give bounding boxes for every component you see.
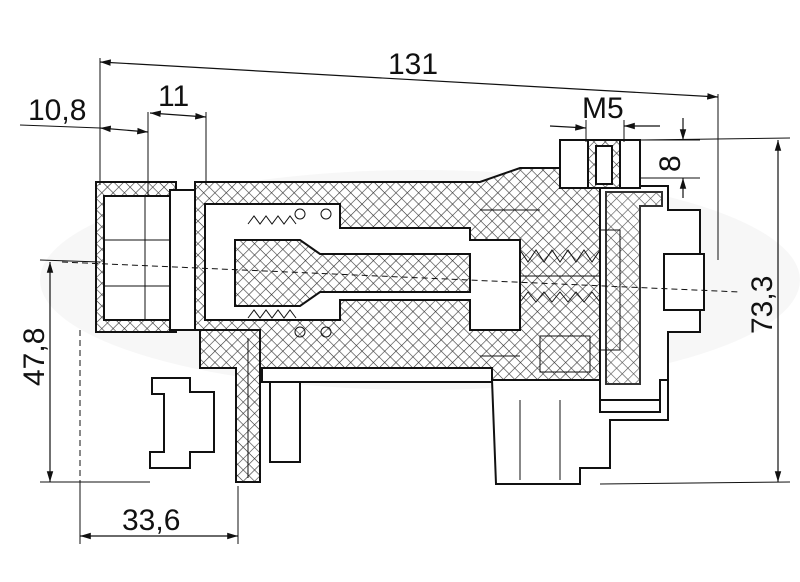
dim-left-offset-label: 10,8 bbox=[28, 94, 86, 127]
dim-total-height: 73,3 bbox=[599, 137, 791, 485]
dim-base-width-label: 33,6 bbox=[122, 504, 180, 537]
dim-total-height-label: 73,3 bbox=[746, 276, 779, 334]
dim-port-depth: 8 bbox=[640, 118, 700, 198]
dim-axis-height-label: 47,8 bbox=[18, 328, 51, 386]
dim-inlet-width-label: 11 bbox=[158, 80, 189, 113]
valve-body bbox=[95, 139, 705, 485]
dim-port-depth-label: 8 bbox=[654, 155, 687, 172]
dim-base-width: 33,6 bbox=[79, 330, 239, 544]
dim-left-offset: 10,8 bbox=[19, 94, 149, 195]
axis-centerline bbox=[61, 261, 741, 293]
dim-axis-height: 47,8 bbox=[18, 259, 150, 483]
dim-overall-length: 131 bbox=[99, 48, 719, 260]
dim-inlet-width: 11 bbox=[149, 80, 207, 185]
dim-thread-label: M5 bbox=[582, 92, 624, 125]
dim-overall-length-label: 131 bbox=[388, 48, 438, 81]
dim-thread: M5 bbox=[549, 92, 660, 142]
